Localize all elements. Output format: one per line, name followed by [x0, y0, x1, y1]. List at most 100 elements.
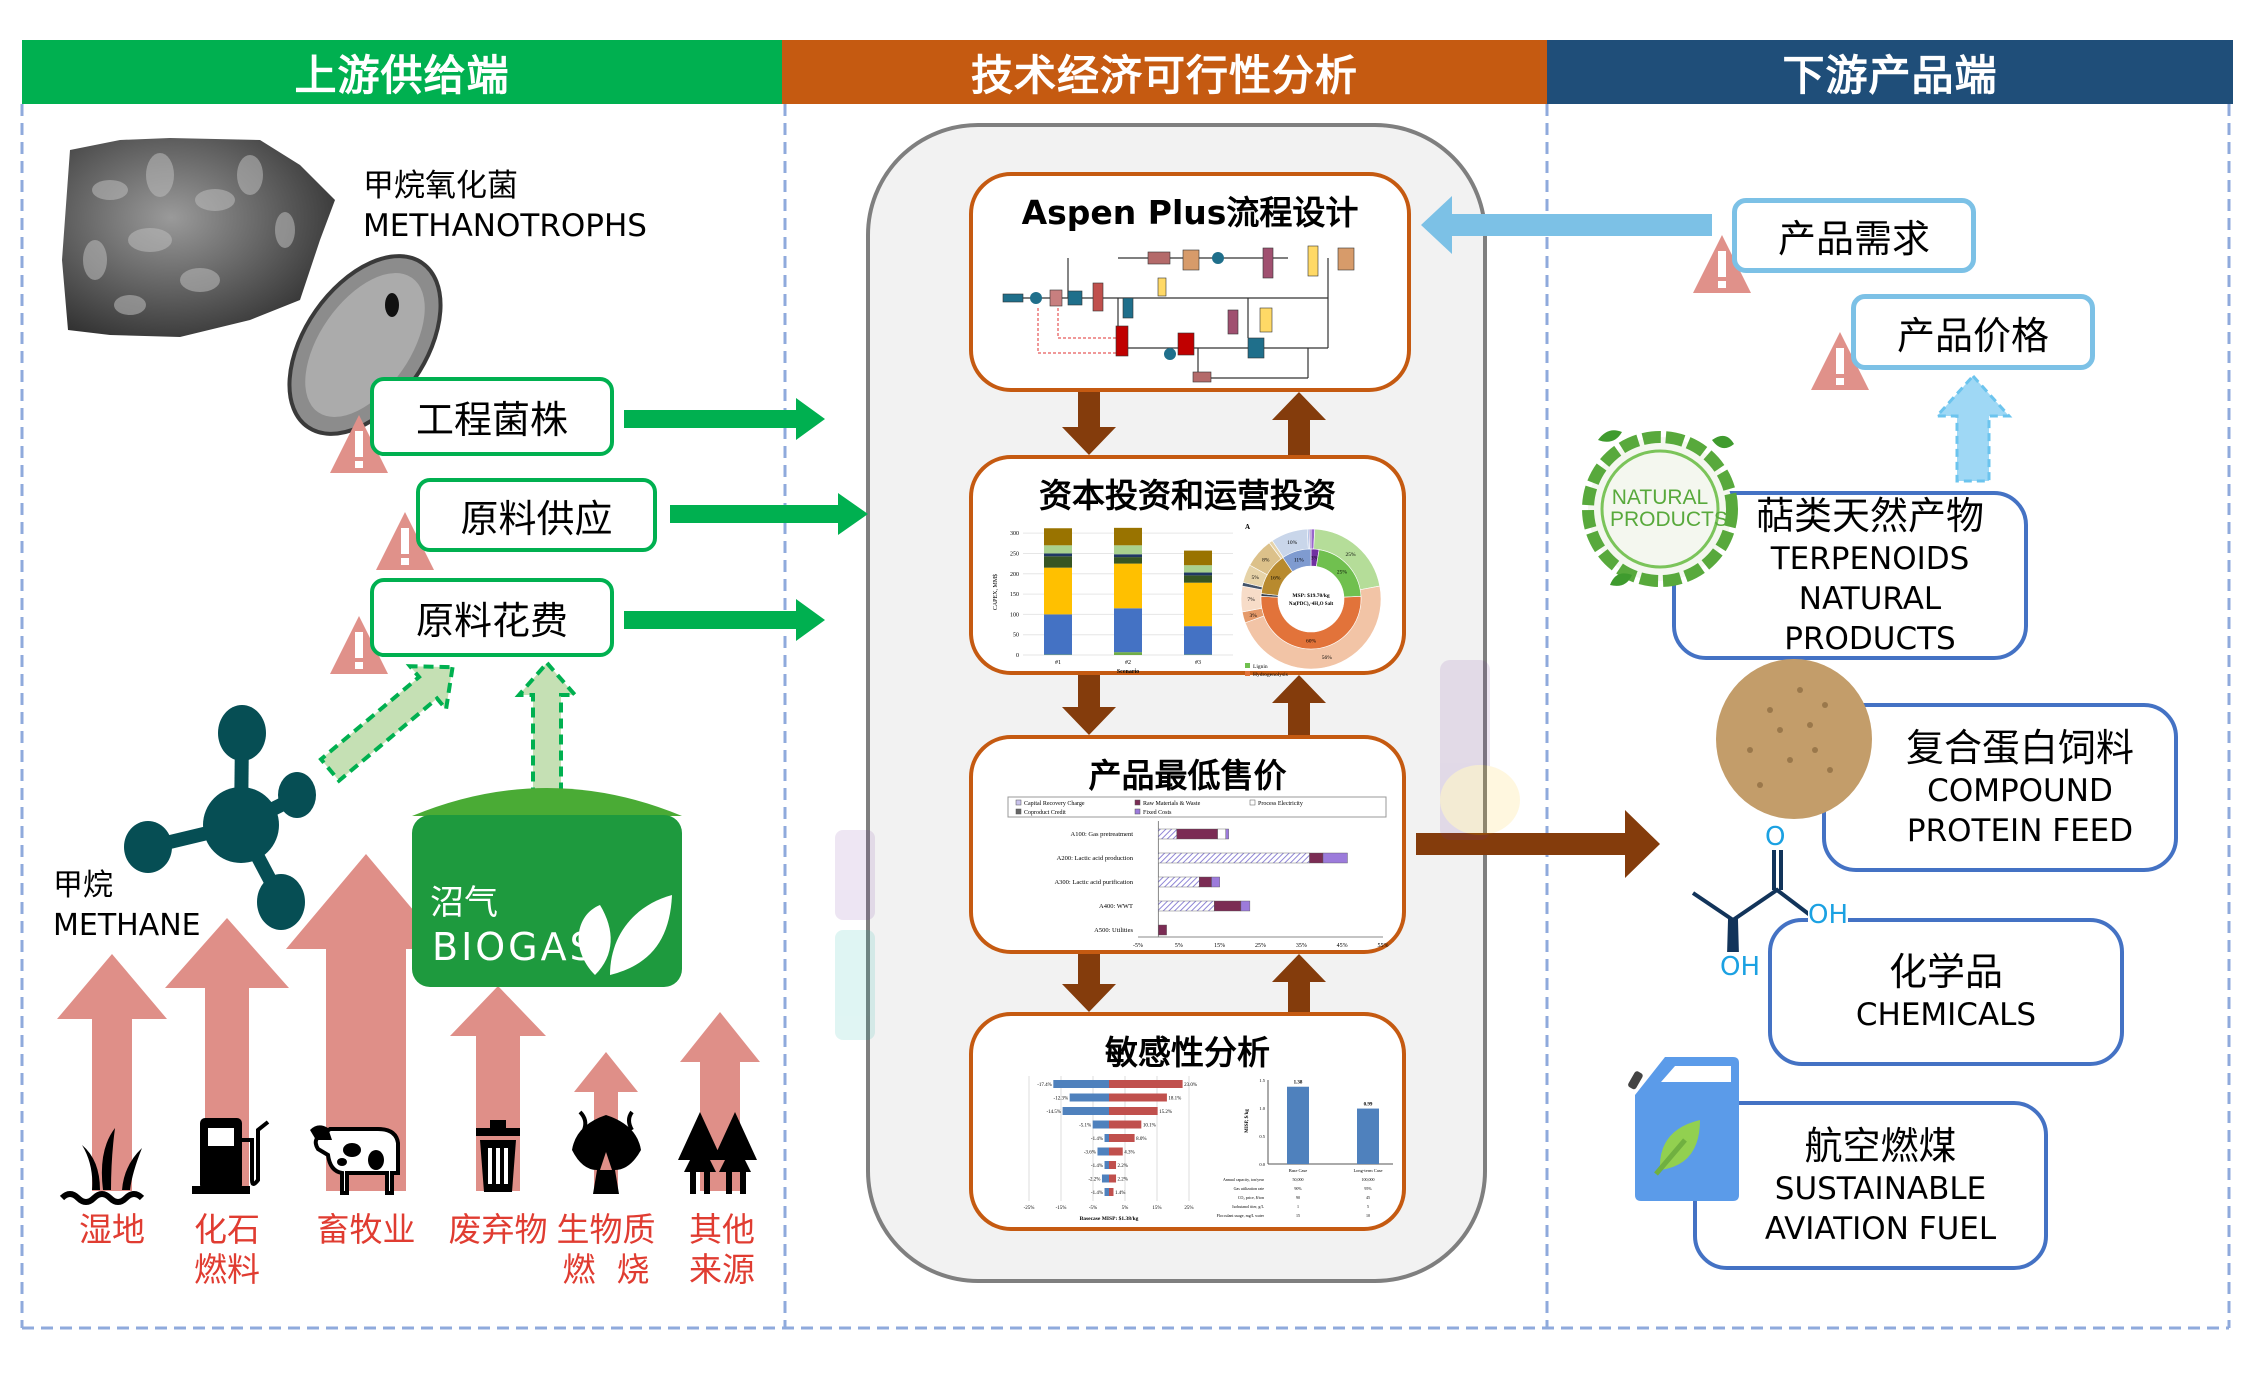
cost-bar-segment: [1158, 852, 1310, 864]
legend-swatch: [1245, 671, 1250, 676]
chart-text: 150: [1010, 592, 1019, 598]
capex-bar-segment: [1044, 545, 1072, 554]
chart-text: 0.99: [1364, 1103, 1373, 1108]
step-title: 资本投资和运营投资: [1039, 476, 1336, 515]
process-unit: [1212, 252, 1224, 264]
product-name-en: TERPENOIDS: [1770, 540, 1970, 577]
step-title: 产品最低售价: [1088, 756, 1287, 795]
methane-molecule-icon: [124, 705, 316, 930]
box-product-price: 产品价格: [1851, 294, 2095, 370]
chart-text: 1.0: [1259, 1106, 1265, 1111]
sensitivity-figure: -25%-15%-5%5%15%25%-17.4%23.0%-12.3%18.1…: [1024, 1076, 1393, 1222]
fuel-pump-icon: [192, 1118, 270, 1194]
product-aviation-fuel: 航空燃煤 SUSTAINABLE AVIATION FUEL: [1693, 1101, 2048, 1270]
methane-cn: 甲烷: [53, 868, 113, 903]
source-wetland: 湿地: [57, 1210, 167, 1250]
box-product-demand: 产品需求: [1732, 198, 1976, 273]
chart-text: 7%: [1247, 597, 1255, 603]
cost-bar-segment: [1322, 852, 1348, 864]
cost-bar-segment: [1225, 828, 1229, 840]
chart-text: 15%: [1214, 943, 1225, 949]
arrow-wetland: [57, 954, 167, 1191]
process-unit: [1307, 245, 1319, 277]
chart-text: 50,000: [1293, 1177, 1304, 1183]
molecule-label-oh: OH: [1808, 900, 1849, 930]
arrow-biogas-to-cost: [514, 659, 580, 810]
cost-bar-segment: [1199, 876, 1212, 888]
chart-text: 4.3%: [1124, 1151, 1134, 1156]
tornado-bar-high: [1109, 1147, 1123, 1156]
cost-bar-segment: [1158, 876, 1200, 888]
chart-text: 35%: [1296, 943, 1307, 949]
chart-text: -5.1%: [1079, 1124, 1091, 1129]
chart-text: -25%: [1024, 1206, 1035, 1211]
product-name-cn: 萜类天然产物: [1755, 493, 1984, 538]
process-unit: [1122, 297, 1134, 319]
tornado-bar-high: [1109, 1120, 1142, 1129]
source-label-line2: 燃料: [194, 1250, 260, 1289]
arrow-waste: [450, 986, 546, 1191]
chart-text: 100: [1010, 612, 1019, 618]
capex-bar-segment: [1044, 553, 1072, 557]
chart-text: 100,000: [1362, 1177, 1375, 1183]
capex-bar-segment: [1114, 563, 1142, 609]
product-protein-feed: 复合蛋白饲料 COMPOUND PROTEIN FEED: [1822, 703, 2178, 872]
chart-text: A500: Utilities: [1094, 927, 1133, 934]
process-unit: [1147, 251, 1171, 265]
process-unit: [1002, 293, 1024, 303]
chart-text: Coproduct Credit: [1024, 810, 1066, 816]
tornado-bar-low: [1069, 1093, 1109, 1102]
cost-bar-segment: [1158, 900, 1215, 912]
chart-text: A400: WWT: [1099, 903, 1133, 910]
chart-text: Annual capacity, ton/year: [1223, 1177, 1265, 1183]
chart-text: 10%: [1287, 540, 1298, 546]
source-livestock: 畜牧业: [306, 1210, 426, 1250]
leaf-icon: [578, 895, 672, 975]
chart-text: 25%: [1184, 1206, 1193, 1211]
arrow-fossil: [165, 918, 289, 1191]
process-unit: [1192, 371, 1212, 383]
tornado-bar-high: [1109, 1174, 1117, 1183]
chart-text: 8%: [1262, 557, 1270, 563]
chart-text: CO₂ price, $/ton: [1238, 1195, 1264, 1201]
source-waste: 废弃物: [443, 1210, 553, 1250]
source-label: 湿地: [79, 1210, 145, 1249]
process-unit: [1157, 277, 1167, 297]
source-icons: [59, 1110, 757, 1205]
capex-bar-segment: [1184, 565, 1212, 573]
chart-text: -5%: [1089, 1206, 1097, 1211]
chart-text: -17.4%: [1037, 1083, 1052, 1088]
cost-bar-segment: [1217, 828, 1226, 840]
warning-icon: [330, 415, 388, 473]
chart-text: 90%: [1294, 1186, 1302, 1191]
product-demand-label: 产品需求: [1777, 217, 1930, 261]
capex-bar-segment: [1184, 550, 1212, 566]
chart-text: Fixed Costs: [1143, 810, 1172, 816]
chart-text: Flocculant usage, mg/L water: [1217, 1213, 1265, 1219]
source-label: 生物质: [556, 1210, 656, 1249]
arrow-demand-to-aspen: [1421, 196, 1712, 254]
tornado-bar-low: [1062, 1107, 1109, 1115]
chart-text: 15.2%: [1159, 1110, 1172, 1115]
warning-icon: [330, 616, 388, 674]
source-label: 化石: [194, 1210, 260, 1249]
step-sensitivity-analysis: 敏感性分析 -25%-15%-5%5%15%25%-17.4%23.0%-12.…: [969, 1012, 1406, 1231]
chart-text: 60%: [1306, 639, 1317, 645]
process-unit: [1247, 337, 1265, 359]
process-unit: [1049, 289, 1063, 307]
header-downstream: 下游产品端: [1547, 40, 2233, 104]
chart-text: 25%: [1337, 569, 1348, 575]
misp-bar: [1287, 1086, 1309, 1164]
chart-text: Na(PDC)₂·4H₂O Salt: [1289, 602, 1334, 607]
process-unit: [1030, 292, 1042, 304]
chart-text: MSP: $19.70/kg: [1292, 592, 1330, 599]
source-other: 其他来源: [667, 1210, 777, 1290]
chart-text: CAPEX, MM$: [992, 574, 999, 610]
tornado-bar-low: [1101, 1174, 1109, 1183]
header-tea-title: 技术经济可行性分析: [970, 50, 1358, 100]
chart-text: 95%: [1364, 1186, 1372, 1191]
process-unit: [1092, 282, 1104, 312]
chart-text: 8.0%: [1136, 1137, 1146, 1142]
chart-text: Capital Recovery Charge: [1024, 801, 1085, 807]
